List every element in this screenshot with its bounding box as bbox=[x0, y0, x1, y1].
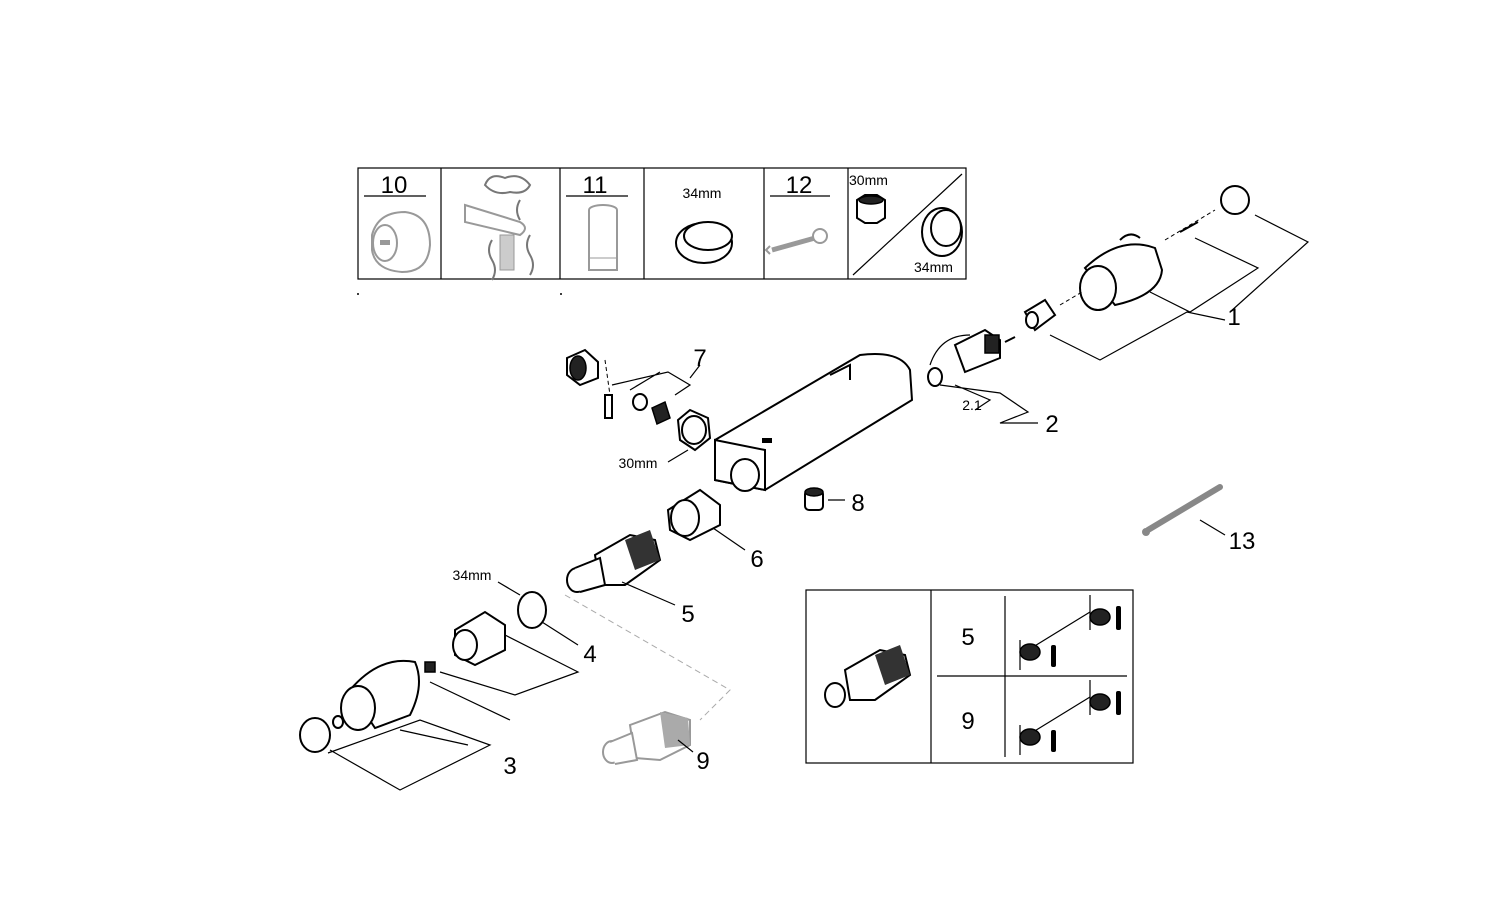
hot-cold-orientation-icon bbox=[1019, 680, 1121, 755]
callout-13: 13 bbox=[1229, 528, 1256, 555]
part-6-ring-nut bbox=[666, 488, 746, 551]
part-4-ring bbox=[497, 581, 579, 646]
wrench-icon bbox=[764, 228, 828, 255]
part-8-filter bbox=[804, 487, 845, 511]
socket-tool-icon bbox=[588, 204, 618, 271]
legend-number-12: 12 bbox=[786, 172, 813, 199]
legend-size-30mm: 30mm bbox=[849, 172, 888, 188]
part-7-check-valve-set bbox=[566, 348, 712, 463]
callout-2-1: 2.1 bbox=[962, 397, 982, 413]
thermostat-body bbox=[714, 353, 914, 492]
part-5-thermostatic-cartridge bbox=[566, 530, 676, 606]
callout-9: 9 bbox=[696, 748, 709, 775]
hot-water-spout-icon bbox=[464, 175, 534, 281]
nut-and-ring-icon bbox=[856, 194, 963, 257]
callout-6: 6 bbox=[750, 546, 763, 573]
cartridge-orientation-table: 5 9 bbox=[805, 589, 1134, 764]
legend-number-10: 10 bbox=[381, 172, 408, 199]
callout-7: 7 bbox=[693, 345, 706, 372]
callout-30mm: 30mm bbox=[619, 455, 658, 471]
tools-legend-table: 10 11 34mm 12 bbox=[357, 167, 967, 295]
hot-cold-orientation-icon bbox=[1019, 595, 1121, 670]
part-2-cartridge bbox=[927, 328, 1038, 424]
cartridge-icon bbox=[824, 645, 912, 708]
callout-4: 4 bbox=[583, 641, 596, 668]
part-1-handle-assembly bbox=[1023, 185, 1310, 361]
legend-size-34mm: 34mm bbox=[683, 185, 722, 201]
callout-3: 3 bbox=[503, 753, 516, 780]
part-13-thermometer bbox=[1142, 484, 1226, 536]
legend-number-11: 11 bbox=[583, 172, 608, 199]
callout-5: 5 bbox=[681, 601, 694, 628]
row-label-9: 9 bbox=[961, 708, 974, 735]
callout-2: 2 bbox=[1045, 411, 1058, 438]
callout-34mm: 34mm bbox=[453, 567, 492, 583]
part-3-handle-assembly bbox=[299, 610, 580, 791]
part-9-alternative-cartridge bbox=[602, 710, 694, 765]
legend-size-34mm-bottom: 34mm bbox=[914, 259, 953, 275]
row-label-5: 5 bbox=[961, 624, 974, 651]
ring-nut-icon bbox=[675, 221, 733, 264]
callout-8: 8 bbox=[851, 490, 864, 517]
callout-1: 1 bbox=[1227, 304, 1240, 331]
handle-cap-icon bbox=[371, 210, 432, 274]
